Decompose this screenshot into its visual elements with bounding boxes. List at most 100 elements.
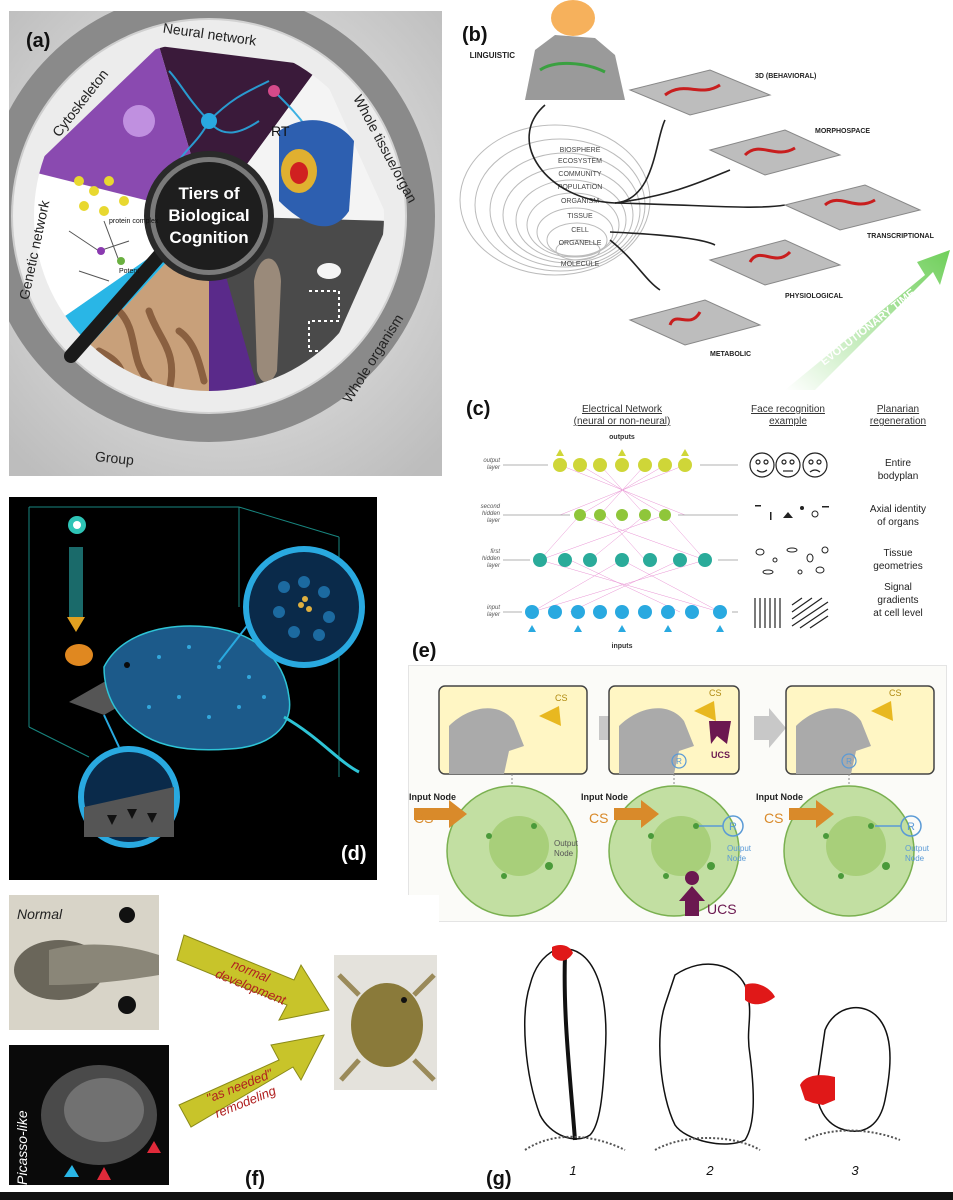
space-label-transcriptional: TRANSCRIPTIONAL <box>867 233 935 240</box>
r-output-2: R <box>729 821 737 833</box>
space-label-physiological: PHYSIOLOGICAL <box>785 293 844 300</box>
output-node-2-l1: Output <box>727 844 752 853</box>
space-behavioral <box>628 69 772 116</box>
panel-g-label: (g) <box>486 1168 512 1190</box>
cs-label-frame2: CS <box>709 688 722 698</box>
col3-title: Planarian <box>877 404 919 415</box>
cs-input-3: CS <box>764 810 783 826</box>
network-2 <box>608 785 740 917</box>
right-label-bodyplan: bodyplan <box>878 471 919 482</box>
planarian-2 <box>654 963 775 1151</box>
level-population: POPULATION <box>558 184 603 191</box>
cs-input-2: CS <box>589 810 608 826</box>
planarian-3 <box>800 1006 901 1141</box>
food-pellet <box>65 644 93 666</box>
panel-f: Normal Picasso-like normal development "… <box>9 895 439 1200</box>
col2-subtitle: example <box>769 416 807 427</box>
evolutionary-time-arrow <box>785 250 950 390</box>
center-title-line1: Tiers of <box>178 184 239 203</box>
ucs-input-label: UCS <box>707 901 737 917</box>
layer-first-l1: first <box>490 549 500 555</box>
panel-e: CS CS UCS R CS R <box>408 665 947 922</box>
layer-output-l2: layer <box>487 465 501 471</box>
network-comparison-diagram: Electrical Network (neural or non-neural… <box>481 404 926 650</box>
network-connections <box>531 464 721 613</box>
frame-1: CS <box>438 685 588 775</box>
layer-second-l2: hidden <box>482 511 501 517</box>
panel-d <box>9 497 377 880</box>
first-hidden-layer-nodes <box>533 553 712 567</box>
r-label-frame2: R <box>676 757 682 766</box>
panel-c: Electrical Network (neural or non-neural… <box>470 400 953 650</box>
panel-c-label: (c) <box>466 398 491 420</box>
level-organism: ORGANISM <box>561 198 599 205</box>
output-node-3-l1: Output <box>905 844 930 853</box>
center-title-line3: Cognition <box>169 228 248 247</box>
ring-label-group: Group <box>94 448 135 468</box>
input-arrow-1 <box>414 800 467 828</box>
right-label-signal: Signal <box>884 582 912 593</box>
layer-first-l2: hidden <box>482 556 501 562</box>
rt-label: RT <box>271 123 290 139</box>
space-transcriptional <box>783 184 922 231</box>
right-label-entire: Entire <box>885 458 912 469</box>
space-label-morphospace: MORPHOSPACE <box>815 128 870 135</box>
protein-complex-label: protein complex <box>109 218 159 225</box>
col2-title: Face recognition <box>751 404 825 415</box>
space-physiological <box>708 239 842 286</box>
center-title-line2: Biological <box>168 206 249 225</box>
scale-spaces-diagram: EVOLUTIONARY TIME LINGUISTIC BIOSPHERE E… <box>459 0 950 390</box>
output-node-3-l2: Node <box>905 854 925 863</box>
planarian-1 <box>524 945 626 1151</box>
layer-input-l2: layer <box>487 612 501 618</box>
input-node-label-2: Input Node <box>581 792 628 802</box>
right-label-axial: Axial identity <box>870 504 926 515</box>
layer-second-l1: second <box>481 504 501 510</box>
outer-ring <box>9 11 435 442</box>
right-label-geometries: geometries <box>873 561 922 572</box>
conditioning-network-diagram: CS CS UCS R CS R <box>409 685 935 917</box>
input-arrow-3 <box>789 800 834 828</box>
space-label-metabolic: METABOLIC <box>710 351 751 358</box>
output-layer-nodes <box>553 449 692 472</box>
tadpole-remodeling-illustration: Normal Picasso-like normal development "… <box>9 895 437 1185</box>
level-biosphere: BIOSPHERE <box>560 147 601 154</box>
level-cell: CELL <box>571 227 589 234</box>
layer-output-l1: output <box>483 458 500 464</box>
r-output-3: R <box>907 821 915 833</box>
potent-label: Potent <box>119 268 139 275</box>
cs-label-frame1: CS <box>555 693 568 703</box>
linguistic-pile <box>525 35 625 100</box>
input-layer-nodes <box>525 605 727 632</box>
planarian-number-3: 3 <box>851 1163 859 1178</box>
layer-second-l3: layer <box>487 518 501 524</box>
outputs-label: outputs <box>609 434 635 441</box>
frame-2: CS UCS R <box>608 685 740 775</box>
panel-a-label: (a) <box>26 30 51 52</box>
layer-input-l1: input <box>487 605 500 611</box>
space-label-behavioral: 3D (BEHAVIORAL) <box>755 73 816 80</box>
normal-development-arrow: normal development <box>176 934 330 1021</box>
right-label-gradients: gradients <box>877 595 918 606</box>
cs-input-1: CS <box>414 810 433 826</box>
right-label-organs: of organs <box>877 517 919 528</box>
output-node-1-l2: Node <box>554 849 574 858</box>
panel-a: Tiers of Biological Cognition RT protein… <box>9 11 442 476</box>
panel-b-label: (b) <box>462 24 488 46</box>
r-label-frame3: R <box>846 757 852 766</box>
level-community: COMMUNITY <box>558 171 601 178</box>
panel-g: 1 2 3 <box>505 935 945 1180</box>
space-morphospace <box>708 129 842 176</box>
space-metabolic <box>628 299 762 346</box>
right-label-tissue: Tissue <box>883 548 913 559</box>
organism-sector <box>209 216 384 391</box>
tissue-geometry-shapes <box>755 546 829 575</box>
level-tissue: TISSUE <box>567 213 593 220</box>
inputs-label: inputs <box>612 643 633 650</box>
input-node-label-1: Input Node <box>409 792 456 802</box>
layer-first-l3: layer <box>487 563 501 569</box>
brain-cells-zoom <box>243 546 365 668</box>
magnifier-handle <box>64 249 166 363</box>
face-examples <box>749 452 828 478</box>
panel-f-label: (f) <box>245 1168 265 1190</box>
